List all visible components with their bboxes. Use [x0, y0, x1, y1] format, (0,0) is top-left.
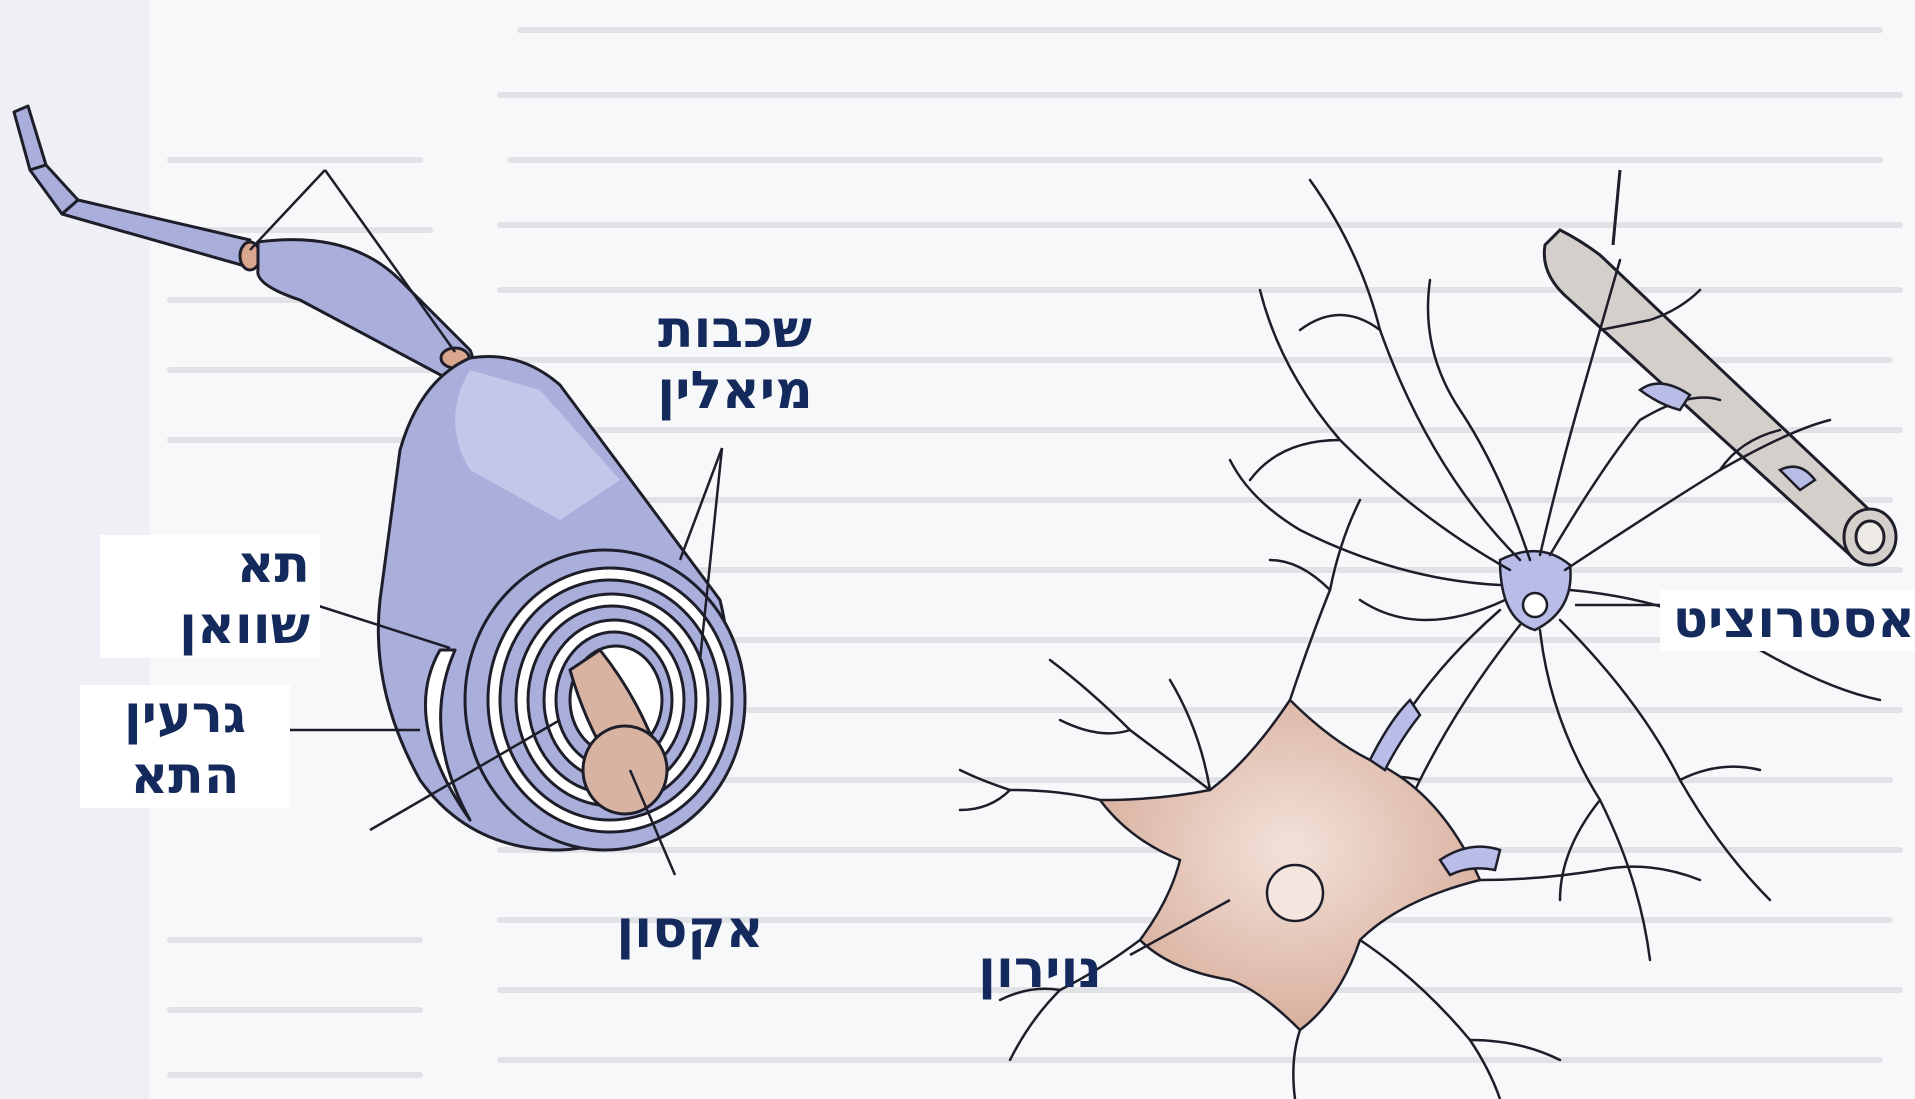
- label-schwann-cell-line1: תא: [100, 535, 310, 596]
- label-schwann-cell-line2: שוואן: [100, 596, 310, 657]
- label-axon: אקסון: [610, 900, 770, 961]
- label-myelin-layers-line2: מיאלין: [640, 361, 830, 422]
- label-neuron: נוירון: [960, 940, 1120, 1001]
- neuron: [960, 500, 1700, 1099]
- label-cell-nucleus-line2: התא: [80, 746, 290, 807]
- blood-vessel: [1544, 170, 1896, 565]
- label-astrocyte: אסטרוציט: [1660, 590, 1915, 651]
- label-cell-nucleus: גרעין התא: [80, 685, 290, 808]
- label-astrocyte-text: אסטרוציט: [1660, 590, 1915, 651]
- label-myelin-layers: שכבות מיאלין: [640, 300, 830, 423]
- label-cell-nucleus-line1: גרעין: [80, 685, 290, 746]
- axon-core-end: [583, 726, 667, 814]
- astrocyte-nucleus: [1523, 593, 1547, 617]
- label-schwann-cell: תא שוואן: [100, 535, 320, 658]
- neuron-nucleus: [1267, 865, 1323, 921]
- label-myelin-layers-line1: שכבות: [640, 300, 830, 361]
- label-axon-text: אקסון: [610, 900, 770, 961]
- label-neuron-text: נוירון: [960, 940, 1120, 1001]
